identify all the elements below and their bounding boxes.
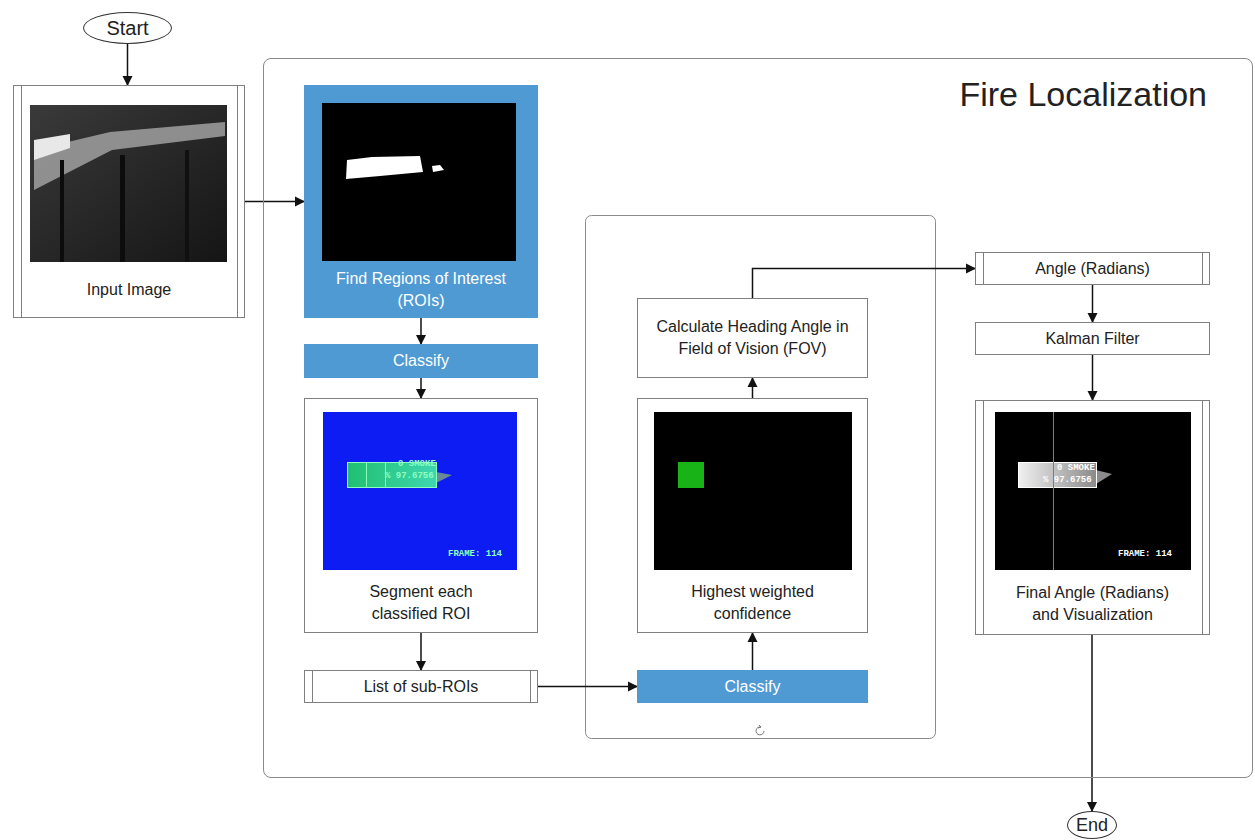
confidence-square bbox=[678, 462, 704, 488]
flow-arrow bbox=[1092, 355, 1094, 400]
node-text: Final Angle (Radians) and Visualization bbox=[1005, 582, 1180, 625]
node-text: Calculate Heading Angle in Field of Visi… bbox=[642, 316, 864, 359]
flow-arrow bbox=[420, 318, 422, 344]
segment-image bbox=[323, 412, 517, 570]
overlay-label: % 97.6756 bbox=[385, 472, 434, 481]
flow-arrow bbox=[420, 633, 422, 670]
segment-divider bbox=[366, 462, 367, 488]
process-box: Calculate Heading Angle in Field of Visi… bbox=[637, 298, 868, 378]
image-box: Segment each classified ROI bbox=[304, 398, 538, 633]
photo-shadow bbox=[120, 155, 125, 262]
node-text: Highest weighted confidence bbox=[678, 581, 828, 624]
side-line bbox=[21, 85, 22, 318]
side-line bbox=[530, 670, 531, 703]
loop-frame bbox=[586, 216, 936, 739]
image-box: Find Regions of Interest (ROIs) bbox=[304, 85, 538, 318]
final-box bbox=[1019, 463, 1097, 488]
flow-arrow bbox=[420, 378, 422, 398]
final-image bbox=[995, 412, 1191, 570]
group-heading: Fire Localization bbox=[959, 75, 1207, 114]
node-text: List of sub-ROIs bbox=[364, 676, 479, 698]
flow-arrow bbox=[752, 633, 754, 670]
heading-line bbox=[1053, 412, 1054, 570]
node-text: Find Regions of Interest (ROIs) bbox=[321, 268, 521, 311]
node-text: Input Image bbox=[87, 279, 172, 301]
node-text: Classify bbox=[393, 350, 449, 372]
process-box: Classify bbox=[304, 344, 538, 378]
roi-mask bbox=[322, 103, 516, 261]
flow-arrow bbox=[245, 201, 304, 203]
flow-arrow bbox=[1091, 635, 1093, 811]
flow-arrow bbox=[752, 378, 754, 398]
photo-shadow bbox=[185, 150, 189, 262]
side-line bbox=[983, 400, 984, 635]
overlay-label: FRAME: 114 bbox=[448, 550, 502, 559]
group-frame: Fire LocalizationFind Regions of Interes… bbox=[263, 58, 1253, 778]
loop-icon bbox=[756, 727, 764, 735]
image-box: Input Image bbox=[13, 85, 245, 318]
process-box: Classify bbox=[637, 670, 868, 703]
data-box: Angle (Radians) bbox=[975, 252, 1210, 285]
terminal-oval: End bbox=[1067, 811, 1117, 839]
flow-arrow bbox=[753, 269, 976, 299]
side-line bbox=[1202, 252, 1203, 285]
node-text: Classify bbox=[724, 676, 780, 698]
flow-arrow bbox=[538, 686, 637, 688]
roi-blob bbox=[432, 165, 444, 172]
node-text: End bbox=[1076, 813, 1108, 837]
overlay-label: % 97.6756 bbox=[1043, 476, 1092, 485]
image-box: Highest weighted confidence bbox=[637, 398, 868, 633]
photo-shadow bbox=[60, 160, 64, 262]
roi-blob bbox=[346, 156, 423, 179]
node-text: Start bbox=[106, 15, 148, 42]
side-line bbox=[1202, 400, 1203, 635]
node-text: Segment each classified ROI bbox=[346, 581, 496, 624]
roi-panel bbox=[304, 85, 538, 318]
overlay-label: FRAME: 114 bbox=[1118, 550, 1172, 559]
overlay-label: 0 SMOKE bbox=[398, 460, 436, 469]
node-text: Angle (Radians) bbox=[1035, 258, 1150, 280]
smoke-tail bbox=[1096, 470, 1112, 484]
overlay-label: 0 SMOKE bbox=[1057, 464, 1095, 473]
loop-icon-head bbox=[758, 725, 761, 728]
confidence-image bbox=[654, 412, 852, 570]
side-line bbox=[312, 670, 313, 703]
flow-arrow bbox=[127, 44, 129, 85]
photo-highlight bbox=[34, 134, 70, 160]
image-box: Final Angle (Radians) and Visualization bbox=[975, 400, 1210, 635]
data-box: List of sub-ROIs bbox=[304, 670, 538, 703]
terminal-oval: Start bbox=[83, 12, 172, 44]
smoke-tail bbox=[436, 472, 452, 483]
input-photo bbox=[30, 105, 227, 262]
node-text: Kalman Filter bbox=[1045, 328, 1139, 350]
side-line bbox=[983, 252, 984, 285]
process-box: Kalman Filter bbox=[975, 322, 1210, 355]
side-line bbox=[237, 85, 238, 318]
flow-arrow bbox=[1092, 285, 1094, 322]
